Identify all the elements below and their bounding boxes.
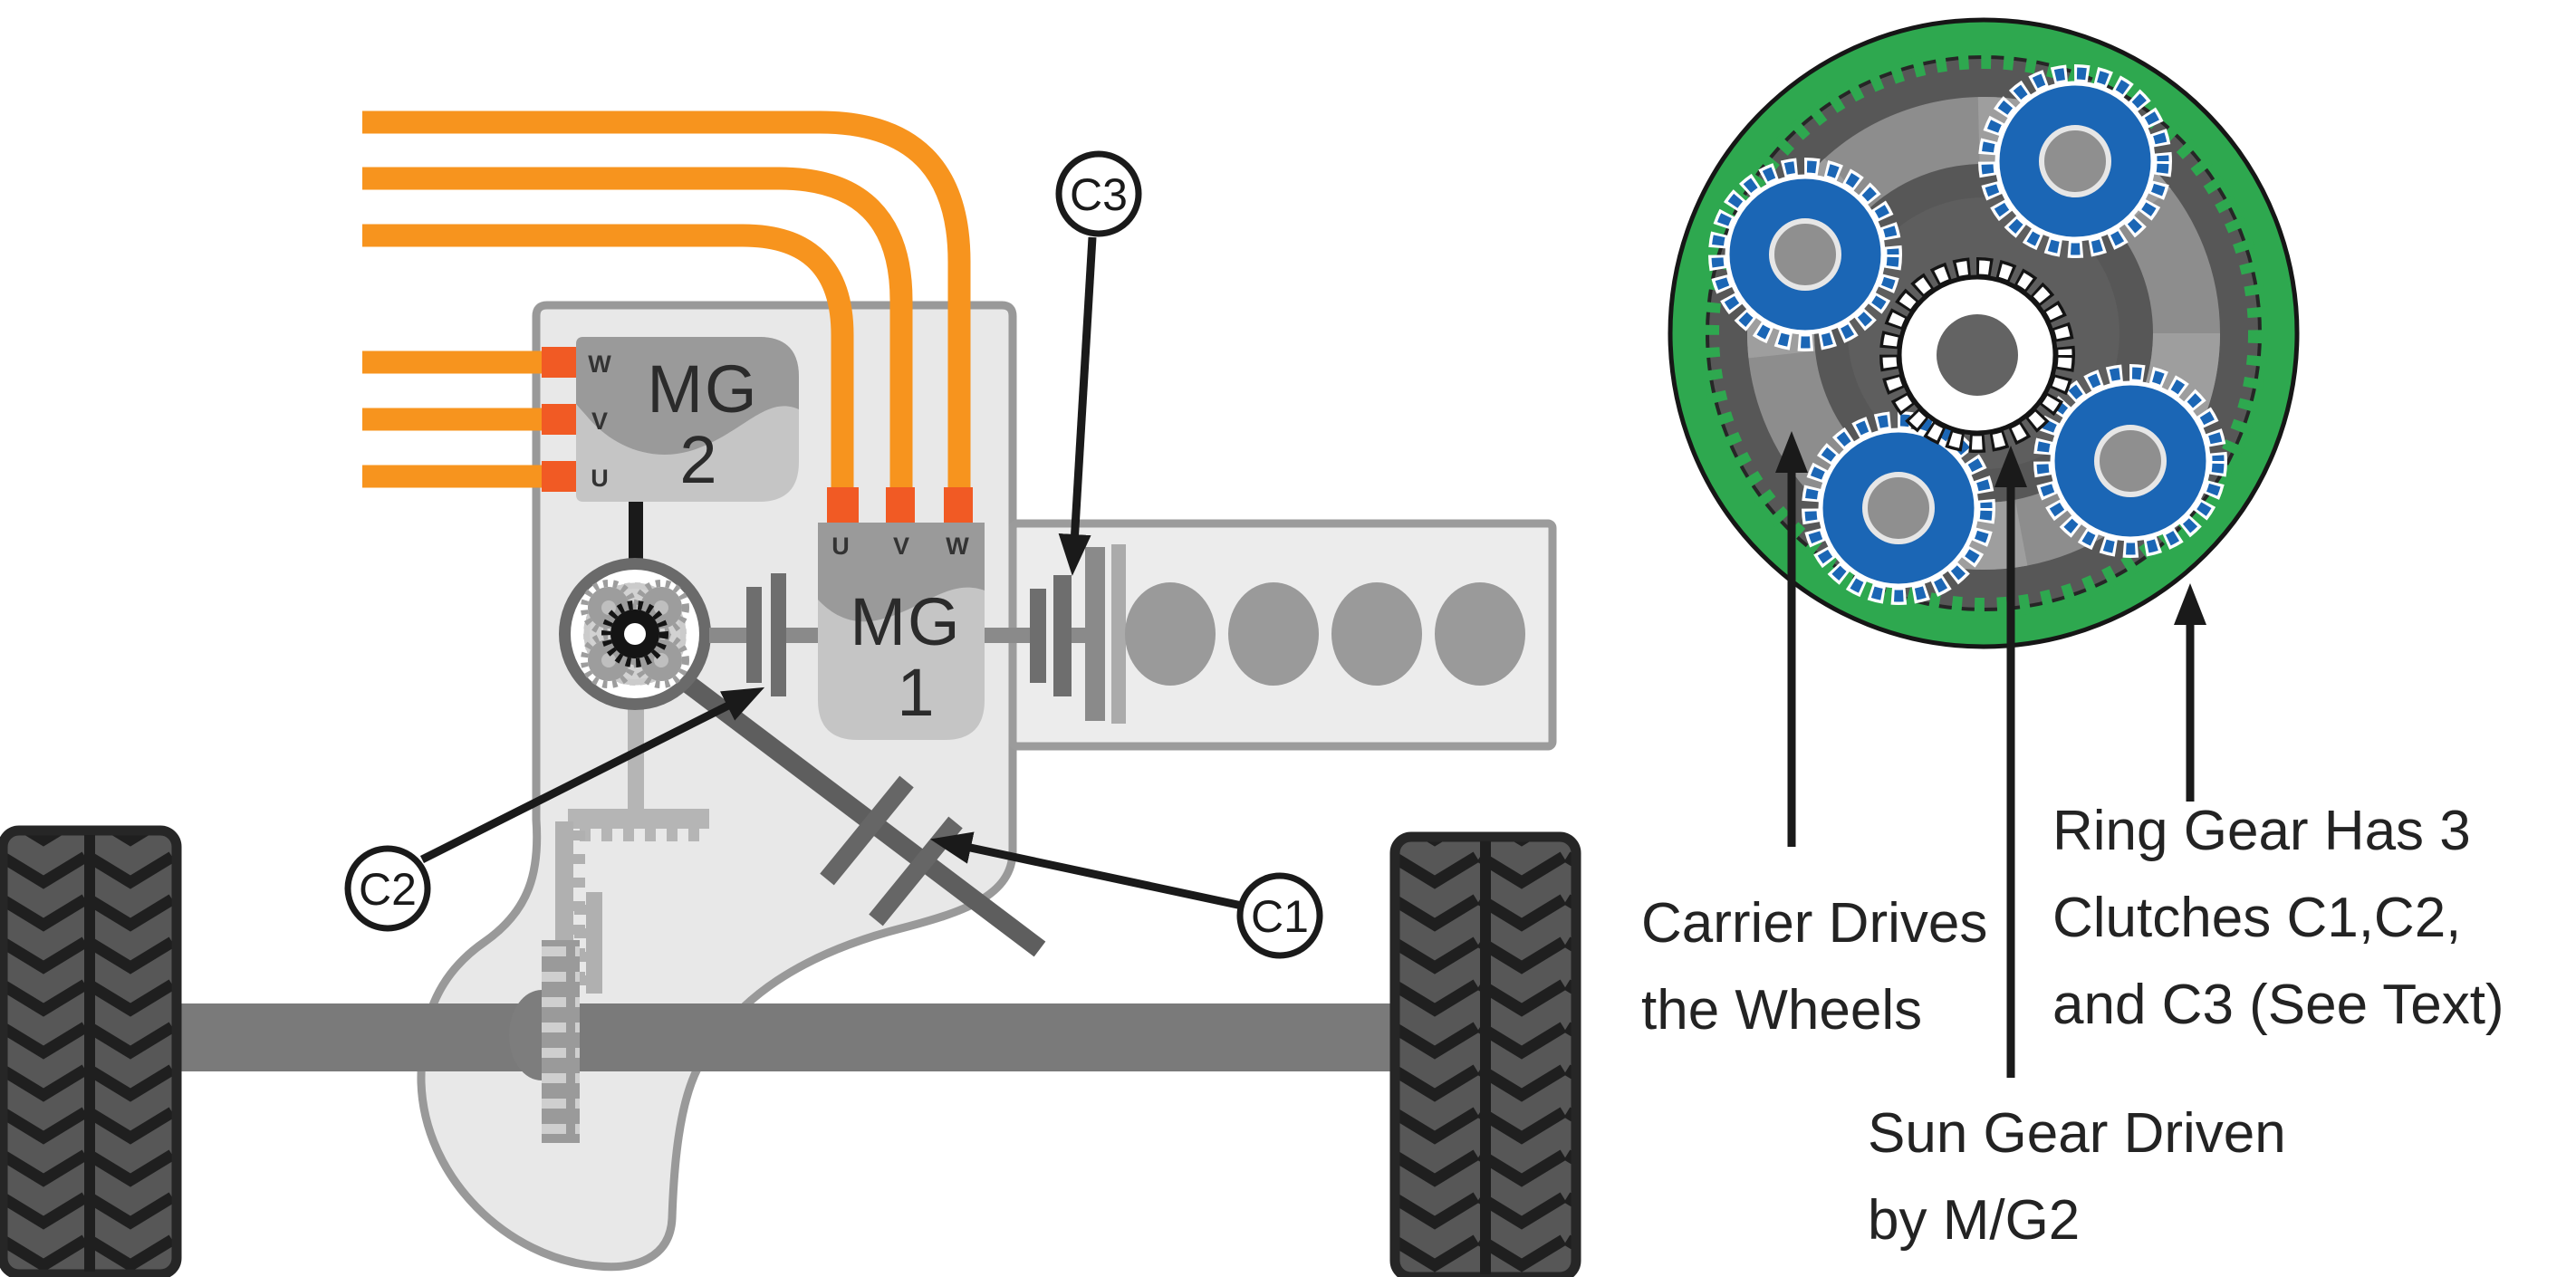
engine-cover-plate: [1111, 544, 1126, 724]
transaxle-schematic: W V U MG 2: [0, 110, 1581, 1277]
drive-chain: [542, 940, 580, 1143]
connector-icon: [944, 487, 973, 523]
ring-annotation-line2: Clutches C1,C2,: [2052, 887, 2461, 949]
connector-icon: [827, 487, 859, 523]
connector-icon: [542, 461, 576, 492]
horizontal-rack: [568, 809, 709, 829]
clutch-slash-icon: [820, 775, 914, 886]
callout-badges: C3 C2 C1: [344, 150, 1323, 959]
shaft: [1072, 628, 1085, 643]
clutch-plate-icon: [746, 587, 762, 683]
c1-arrow-icon: [929, 831, 1243, 910]
mg1-unit: U V W MG 1: [818, 523, 985, 740]
c1-badge-label: C1: [1251, 891, 1309, 942]
ring-annotation-line1: Ring Gear Has 3: [2052, 800, 2471, 862]
cylinder-icon: [1435, 582, 1525, 686]
sun-gear-bore: [624, 623, 646, 645]
callout-arrows: [419, 236, 1243, 910]
mg1-terminal-u: U: [831, 533, 850, 560]
connector-icon: [542, 347, 576, 378]
c2-badge: [344, 845, 431, 932]
ring-gear-teeth: [573, 572, 697, 696]
engine-crank-plate: [1085, 547, 1105, 721]
mg1-terminal-v: V: [893, 533, 909, 560]
internal-gear-teeth: [1699, 49, 2268, 618]
mg1-number: 1: [897, 655, 936, 730]
wheels: [0, 825, 1581, 1277]
annotation-arrows: [1775, 431, 2206, 1078]
carrier-annotation-line2: the Wheels: [1641, 979, 1922, 1042]
c3-arrow-icon: [1058, 236, 1097, 576]
cylinder-icon: [1125, 582, 1216, 686]
mg2-number: 2: [679, 422, 718, 497]
mg1-terminal-w: W: [946, 533, 969, 560]
clutch-a: [709, 573, 818, 696]
mg2-terminal-w: W: [588, 350, 611, 378]
mg2-terminal-v: V: [591, 408, 608, 435]
c1-badge: [1236, 872, 1323, 959]
shaft: [786, 628, 818, 643]
annotation-labels: Carrier Drives the Wheels Ring Gear Has …: [1641, 800, 2504, 1252]
carrier-annotation-line1: Carrier Drives: [1641, 892, 1987, 955]
planetary-gearset-side-view: [559, 558, 711, 710]
engine-block: [1008, 519, 1557, 751]
sun-gear-teeth: [601, 600, 668, 667]
cable-connectors: [542, 347, 973, 523]
clutch-b: [985, 575, 1085, 696]
right-tire-groove: [1480, 841, 1491, 1274]
mg2-hv-cables: [362, 350, 548, 488]
hv-cable-u: [362, 224, 854, 487]
right-rack-teeth: [574, 905, 586, 985]
mg2-name: MG: [647, 351, 758, 427]
left-tire-groove: [84, 835, 95, 1272]
mg2-terminal-u: U: [591, 465, 609, 492]
shaft: [709, 628, 746, 643]
connector-icon: [886, 487, 915, 523]
hv-cable-v: [362, 167, 913, 487]
mg1-hv-cables: [362, 110, 971, 487]
cylinder-icon: [1331, 582, 1422, 686]
c2-arrow-icon: [419, 687, 765, 864]
mg1-shading: [818, 523, 985, 622]
mg2-unit: W V U MG 2: [576, 337, 799, 502]
carrier-shaft: [628, 708, 644, 811]
reduction-gear-racks: [542, 708, 709, 1143]
sun-annotation-line2: by M/G2: [1868, 1189, 2080, 1252]
mg2-shading: [576, 337, 799, 455]
planetary-gear-front-view: Carrier Drives the Wheels Ring Gear Has …: [1641, 17, 2504, 1252]
ring-gear-shaft: [679, 674, 1046, 957]
cylinder-icon: [1228, 582, 1319, 686]
clutch-plate-icon: [1053, 575, 1072, 696]
connector-icon: [542, 404, 576, 435]
right-vertical-rack: [586, 892, 602, 994]
drive-axle: [175, 1003, 1407, 1071]
c2-badge-label: C2: [359, 864, 417, 915]
c3-badge: [1055, 150, 1142, 237]
engine-cylinders: [1125, 582, 1525, 686]
hv-cable-w: [362, 110, 971, 487]
mg1-name: MG: [850, 584, 961, 659]
clutch-plate-icon: [771, 573, 786, 696]
ring-annotation-line3: and C3 (See Text): [2052, 974, 2504, 1036]
c3-badge-label: C3: [1070, 169, 1128, 220]
shaft: [985, 628, 1030, 643]
sun-annotation-line1: Sun Gear Driven: [1868, 1102, 2286, 1165]
clutch-plate-icon: [1030, 589, 1046, 683]
